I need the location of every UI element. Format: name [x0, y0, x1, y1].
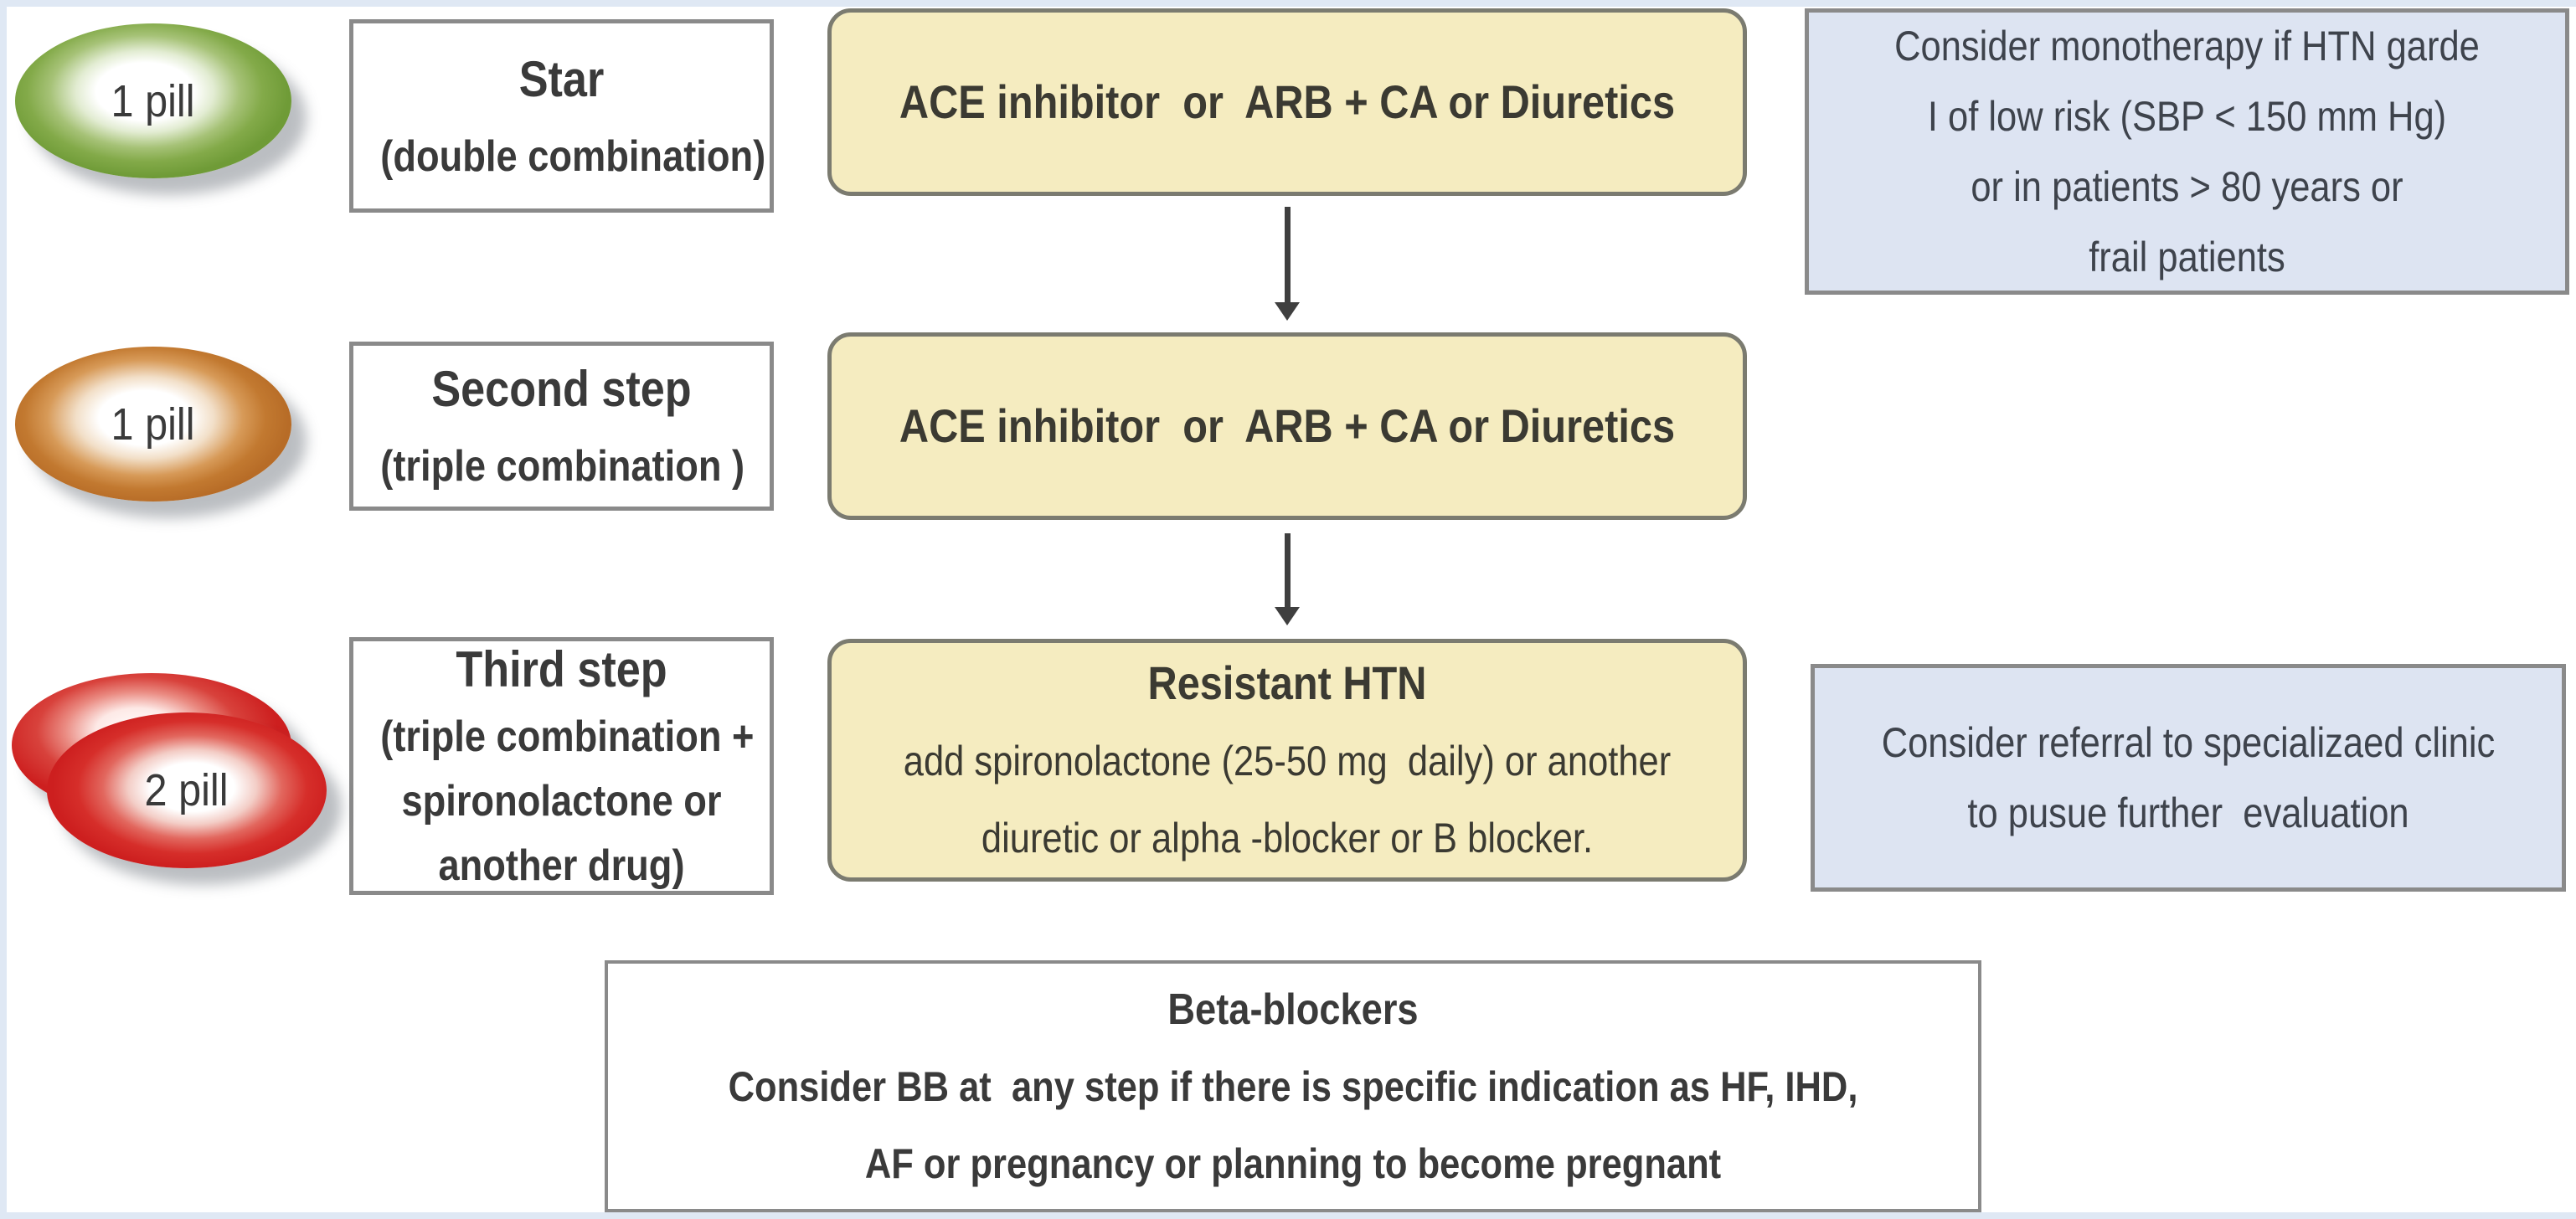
footer-title: Beta-blockers	[1167, 985, 1419, 1034]
note-line: Consider monotherapy if HTN garde	[1894, 23, 2480, 69]
footer-line: Consider BB at any step if there is spec…	[728, 1062, 1858, 1110]
step-title: Star	[518, 50, 605, 107]
step-subtitle: (triple combination +	[380, 712, 755, 761]
step-subtitle: (triple combination )	[380, 442, 745, 491]
action-text: diuretic or alpha -blocker or B blocker.	[981, 815, 1594, 862]
action-title: Resistant HTN	[1147, 656, 1427, 709]
arrow-head	[1275, 607, 1300, 625]
arrow-shaft	[1284, 207, 1291, 302]
green-pill-icon: 1 pill	[15, 23, 291, 178]
pill-count-label: 1 pill	[111, 75, 195, 126]
arrow-shaft	[1284, 533, 1291, 607]
step-box-start: Star (double combination)	[349, 19, 774, 213]
arrow-head	[1275, 302, 1300, 321]
step-subtitle: another drug)	[438, 841, 685, 890]
note-box-referral: Consider referral to specializaed clinic…	[1811, 664, 2566, 892]
red-pill-front-icon: 2 pill	[47, 712, 327, 868]
note-line: I of low risk (SBP < 150 mm Hg)	[1927, 93, 2447, 140]
step-subtitle: spironolactone or	[401, 776, 722, 826]
step-subtitle: (double combination)	[380, 131, 766, 181]
action-box-double-combination: ACE inhibitor or ARB + CA or Diuretics	[827, 8, 1747, 196]
footer-box-beta-blockers: Beta-blockers Consider BB at any step if…	[605, 960, 1981, 1212]
orange-pill-icon: 1 pill	[15, 347, 291, 501]
footer-line: AF or pregnancy or planning to become pr…	[864, 1139, 1722, 1187]
action-text: add spironolactone (25-50 mg daily) or a…	[903, 738, 1672, 784]
note-line: frail patients	[2089, 234, 2285, 280]
pill-count-label: 2 pill	[145, 765, 229, 815]
action-text: ACE inhibitor or ARB + CA or Diuretics	[899, 75, 1676, 128]
arrow-down-icon	[1273, 207, 1301, 321]
note-line: or in patients > 80 years or	[1971, 163, 2403, 210]
step-title: Second step	[431, 361, 692, 417]
step-box-third-step: Third step (triple combination + spirono…	[349, 637, 774, 895]
action-box-triple-combination: ACE inhibitor or ARB + CA or Diuretics	[827, 332, 1747, 520]
note-box-monotherapy: Consider monotherapy if HTN garde I of l…	[1805, 8, 2569, 295]
action-text: ACE inhibitor or ARB + CA or Diuretics	[899, 399, 1676, 452]
arrow-down-icon	[1273, 533, 1301, 625]
step-title: Third step	[456, 640, 667, 697]
action-box-resistant-htn: Resistant HTN add spironolactone (25-50 …	[827, 639, 1747, 882]
note-line: Consider referral to specializaed clinic	[1881, 719, 2496, 766]
note-line: to pusue further evaluation	[1967, 790, 2409, 836]
pill-count-label: 1 pill	[111, 399, 195, 450]
step-box-second-step: Second step (triple combination )	[349, 342, 774, 511]
